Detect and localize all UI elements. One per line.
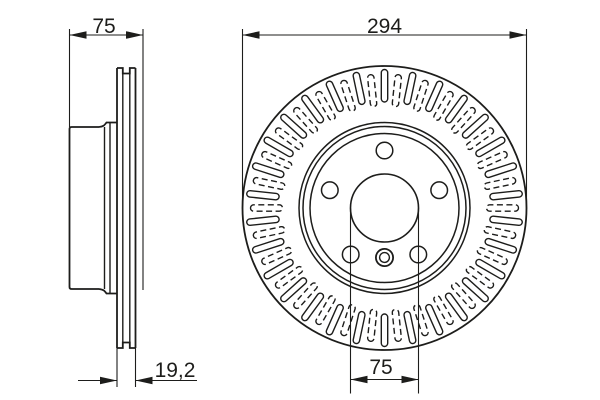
hidden-vent-slot <box>249 204 284 212</box>
vent-slot <box>352 71 366 106</box>
hidden-vent-slot <box>391 308 403 342</box>
vent-slot <box>301 292 325 322</box>
vent-slot <box>484 237 518 254</box>
vent-slot <box>251 237 285 254</box>
dim-disc-thickness: 19,2 <box>78 348 197 387</box>
disc-top-edge <box>117 67 136 75</box>
hidden-vent-slot <box>433 90 454 121</box>
dim-outer-diameter-label: 294 <box>367 15 402 38</box>
outer-diameter-circle <box>241 65 528 351</box>
hidden-vent-slot <box>293 282 319 310</box>
hidden-vent-slot <box>413 79 429 112</box>
hidden-vent-slot <box>366 74 378 108</box>
hidden-vent-slot <box>433 295 454 326</box>
side-view: 75 19,2 <box>68 15 197 387</box>
vent-slot <box>325 80 344 113</box>
dim-center-bore-label: 75 <box>369 356 392 379</box>
vent-slot <box>444 292 468 322</box>
hat-step-top <box>98 121 117 128</box>
hidden-vent-slot <box>274 265 304 289</box>
hidden-vent-slot <box>293 106 319 134</box>
arrowhead-right-pointing <box>100 376 117 385</box>
vent-slot <box>425 80 444 113</box>
vent-slot <box>444 94 468 124</box>
vent-slot <box>325 303 344 336</box>
hidden-vent-slot <box>450 282 476 310</box>
vent-slot <box>380 313 389 348</box>
dim-outer-diameter: 294 <box>241 15 528 209</box>
locating-pin-hole-inner <box>378 251 391 264</box>
vent-slot <box>475 258 506 280</box>
arrowhead-left <box>350 375 368 384</box>
vent-slot <box>475 136 506 158</box>
friction-ring-inner-circle <box>298 121 471 295</box>
hidden-vent-slot <box>476 150 508 170</box>
hidden-vent-slot <box>261 150 293 170</box>
dim-side-total-height: 75 <box>68 15 144 290</box>
arrowhead-right <box>401 375 419 384</box>
vent-slot <box>263 258 294 280</box>
hidden-vent-slot <box>274 127 304 151</box>
hidden-vent-slot <box>450 106 476 134</box>
vent-slot <box>461 113 489 139</box>
vent-slot <box>403 71 417 106</box>
hidden-vent-slot <box>315 295 336 326</box>
dim-thickness-label: 19,2 <box>155 359 196 382</box>
hidden-vent-slot <box>340 304 356 337</box>
hat-outer-circle <box>302 125 467 291</box>
vent-slot <box>301 94 325 124</box>
vent-slot <box>403 310 417 345</box>
hidden-vent-slot <box>465 127 495 151</box>
vent-slot <box>489 215 523 227</box>
vent-slot <box>280 277 308 303</box>
hidden-vent-slot <box>252 225 286 240</box>
hidden-vent-slot <box>483 176 517 191</box>
vent-slot <box>263 136 294 158</box>
hidden-vent-slot <box>340 79 356 112</box>
center-bore-circle <box>349 173 420 243</box>
dim-side-height-label: 75 <box>92 15 115 38</box>
arrowhead-left-pointing <box>135 376 153 385</box>
arrowhead-right <box>509 31 527 39</box>
arrowhead-left <box>242 31 260 39</box>
arrowhead-left <box>69 31 87 39</box>
hat-outline <box>68 126 99 290</box>
hidden-vent-slot <box>366 308 378 342</box>
hidden-vent-slot <box>413 304 429 337</box>
bolt-hole <box>430 181 449 200</box>
vent-slot <box>489 189 523 201</box>
bolt-hole <box>320 181 339 200</box>
hidden-vent-slot <box>315 90 336 121</box>
vent-slot <box>246 189 280 201</box>
locating-pin-hole-outer <box>374 247 394 267</box>
vent-slot <box>251 162 285 179</box>
ventilation-slots <box>246 68 523 348</box>
vent-slot <box>461 277 489 303</box>
hidden-vent-slot <box>483 225 517 240</box>
hidden-vent-slot <box>485 204 520 212</box>
hidden-vent-slot <box>391 74 403 108</box>
hidden-vent-slot <box>261 246 293 266</box>
disc-bottom-edge <box>117 341 136 349</box>
hidden-vent-slot <box>252 176 286 191</box>
vent-slot <box>380 68 389 103</box>
arrowhead-right <box>126 31 143 39</box>
vent-slot <box>246 215 280 227</box>
vent-slot <box>484 162 518 179</box>
hub-face-circle <box>309 132 460 284</box>
vent-slot <box>425 303 444 336</box>
vent-slot <box>352 310 366 345</box>
bolt-holes <box>320 141 449 264</box>
bolt-hole <box>375 141 394 160</box>
vent-slot <box>280 113 308 139</box>
hat-step-bottom <box>98 288 117 295</box>
dim-center-bore: 75 <box>349 208 420 394</box>
hidden-vent-slot <box>465 265 495 289</box>
hidden-vent-slot <box>476 246 508 266</box>
front-view: 294 75 <box>241 15 528 394</box>
